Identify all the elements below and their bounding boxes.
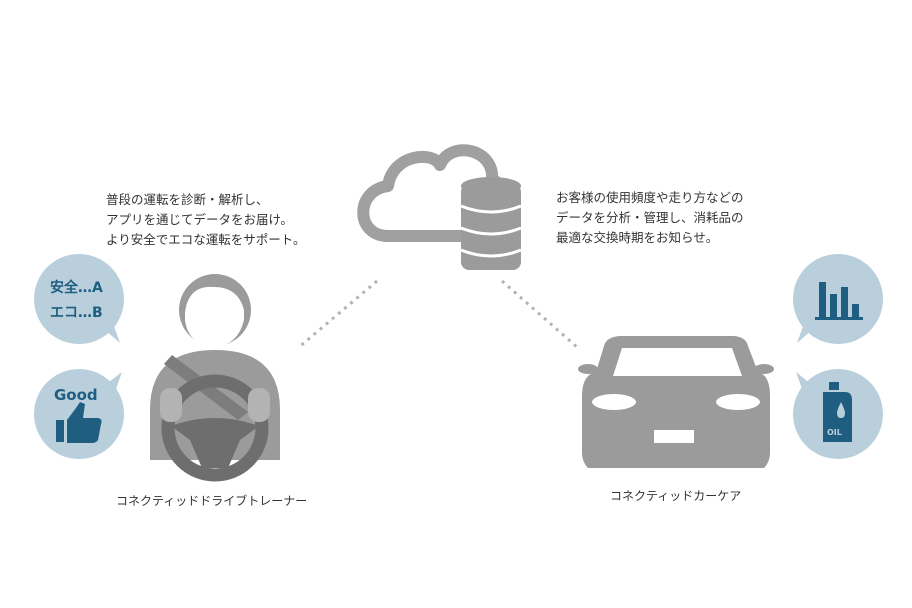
bar-chart-bubble <box>793 254 883 344</box>
driver-desc-line-1: 普段の運転を診断・解析し、 <box>106 192 269 207</box>
oil-label: OIL <box>827 428 842 437</box>
car-caption: コネクティッドカーケア <box>610 489 742 503</box>
connector-line-right <box>501 279 579 350</box>
car-desc-line-1: お客様の使用頻度や走り方などの <box>556 190 744 205</box>
driver-icon <box>150 274 280 482</box>
driver-description: 普段の運転を診断・解析し、 アプリを通じてデータをお届け。 より安全でエコな運転… <box>106 190 306 250</box>
driver-desc-line-3: より安全でエコな運転をサポート。 <box>106 232 306 247</box>
driver-desc-line-2: アプリを通じてデータをお届け。 <box>106 212 293 227</box>
connector-line-left <box>297 279 378 350</box>
oil-bubble: OIL <box>793 369 883 459</box>
good-text: Good <box>54 386 98 404</box>
cloud-database-icon <box>357 144 522 270</box>
car-desc-line-3: 最適な交換時期をお知らせ。 <box>556 230 719 245</box>
bar-chart-icon <box>815 282 863 320</box>
good-bubble: Good <box>34 369 124 459</box>
score-safety-text: 安全…A <box>50 279 103 296</box>
driver-caption: コネクティッドドライブトレーナー <box>116 494 308 508</box>
score-eco-text: エコ…B <box>50 305 103 321</box>
database-icon <box>460 177 522 270</box>
thumbs-up-icon <box>56 402 102 443</box>
car-description: お客様の使用頻度や走り方などの データを分析・管理し、消耗品の 最適な交換時期を… <box>556 188 744 248</box>
car-desc-line-2: データを分析・管理し、消耗品の <box>556 210 744 225</box>
oil-bottle-icon: OIL <box>823 382 852 442</box>
car-icon <box>578 336 774 468</box>
score-bubble: 安全…A エコ…B <box>34 254 124 344</box>
